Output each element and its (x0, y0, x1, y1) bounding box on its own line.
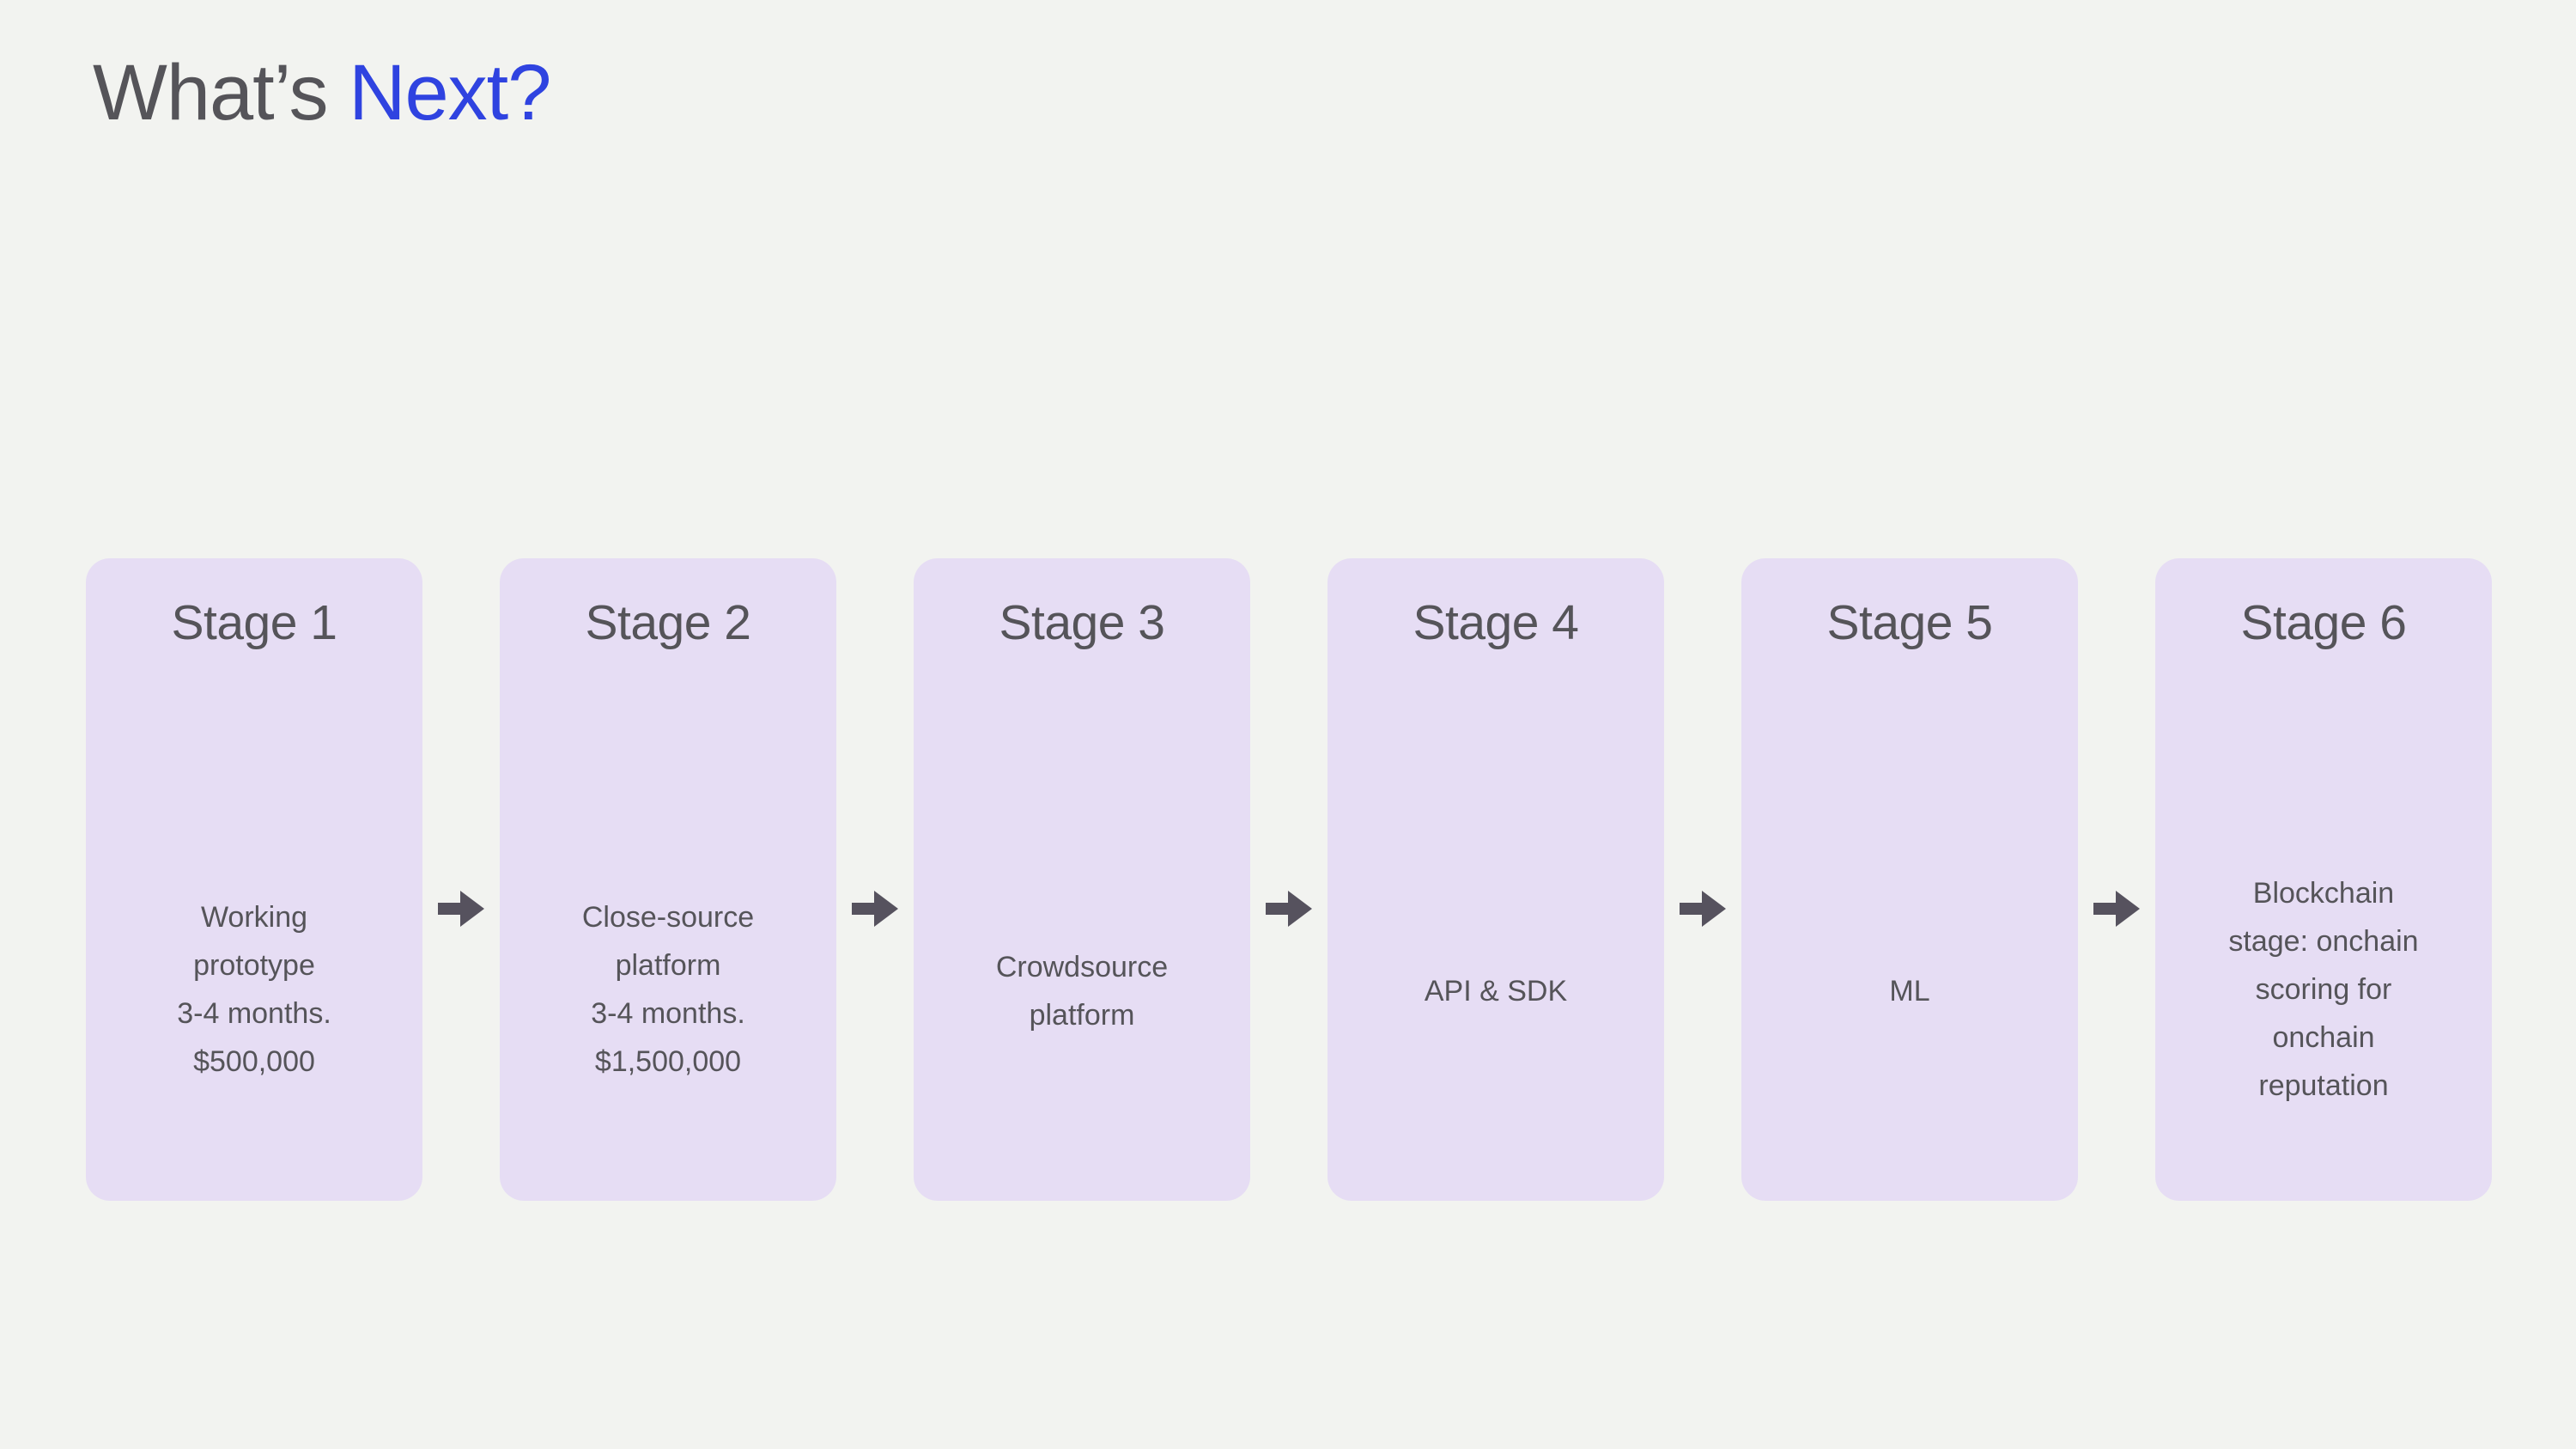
stage-title: Stage 2 (585, 595, 752, 650)
arrow-right-icon (1680, 889, 1726, 928)
stage-title: Stage 3 (999, 595, 1166, 650)
stage-card-4[interactable]: Stage 4 API & SDK (1327, 558, 1664, 1201)
arrow-right-icon (2093, 889, 2140, 928)
stage-connector (2078, 558, 2155, 1201)
stage-title: Stage 6 (2240, 595, 2408, 650)
stage-connector (1664, 558, 1741, 1201)
stage-connector (1250, 558, 1327, 1201)
page-title-accent: Next? (349, 49, 551, 137)
stage-connector (836, 558, 914, 1201)
stage-card-6[interactable]: Stage 6 Blockchain stage: onchain scoring… (2155, 558, 2492, 1201)
page-title: What’s Next? (93, 53, 551, 132)
stage-description: Blockchain stage: onchain scoring for on… (2228, 877, 2419, 1102)
stage-description: ML (1889, 975, 1930, 1008)
stage-title: Stage 5 (1826, 595, 1994, 650)
stage-card-1[interactable]: Stage 1 Working prototype 3-4 months. $50… (86, 558, 422, 1201)
stage-description: Crowdsource platform (995, 951, 1169, 1032)
stage-description: Working prototype 3-4 months. $500,000 (177, 901, 331, 1078)
stage-title: Stage 1 (171, 595, 338, 650)
arrow-right-icon (438, 889, 484, 928)
stage-card-2[interactable]: Stage 2 Close-source platform 3-4 months.… (500, 558, 836, 1201)
stage-description: API & SDK (1424, 975, 1568, 1008)
arrow-right-icon (852, 889, 898, 928)
arrow-right-icon (1266, 889, 1312, 928)
stage-card-5[interactable]: Stage 5 ML (1741, 558, 2078, 1201)
stage-title: Stage 4 (1413, 595, 1580, 650)
stage-connector (422, 558, 500, 1201)
stage-description: Close-source platform 3-4 months. $1,500… (581, 901, 755, 1078)
roadmap-flow: Stage 1 Working prototype 3-4 months. $50… (86, 558, 2494, 1202)
page-title-plain: What’s (93, 49, 349, 137)
stage-card-3[interactable]: Stage 3 Crowdsource platform (914, 558, 1250, 1201)
